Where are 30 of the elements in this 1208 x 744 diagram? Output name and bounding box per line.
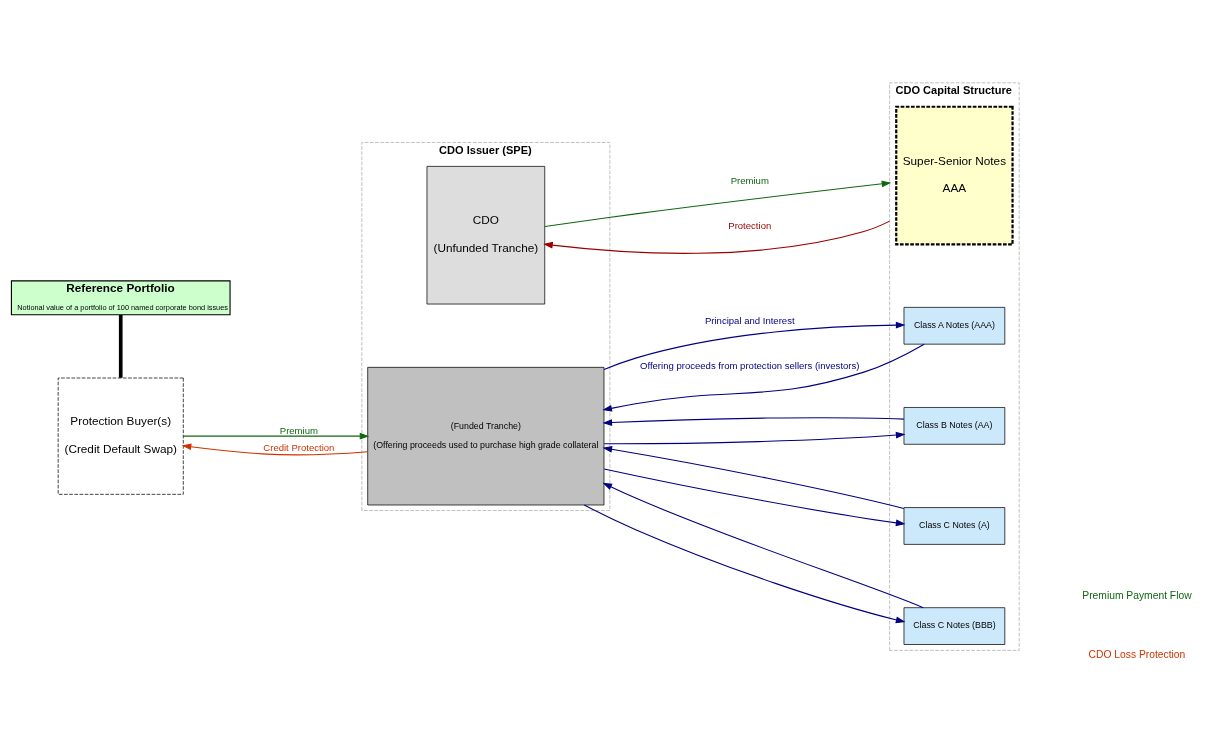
node-box: Super-Senior Notes AAA xyxy=(895,105,1014,245)
arrow xyxy=(544,180,892,227)
edge-label: Credit Protection xyxy=(263,441,335,453)
arrow xyxy=(602,343,925,412)
arrow xyxy=(182,432,370,440)
arrow xyxy=(543,220,891,254)
edge-label: Principal and Interest xyxy=(704,314,795,326)
node-box: Class C Notes (BBB) xyxy=(903,606,1006,645)
arrow xyxy=(603,321,906,370)
arrow xyxy=(602,482,924,608)
node-box: Class B Notes (AA) xyxy=(903,406,1006,445)
edge-label: Premium xyxy=(279,424,318,436)
node-box: Reference Portfolio Notional value of a portfolio of 100 named corporate bond issues xyxy=(10,279,231,315)
arrow xyxy=(603,431,906,444)
label: CDO Loss Protection xyxy=(1088,648,1186,660)
arrow xyxy=(602,416,905,426)
arrow xyxy=(603,467,906,526)
node-box: Class C Notes (A) xyxy=(903,506,1006,545)
node-box: (Funded Tranche) (Offering proceeds used to purchase high grade collateral xyxy=(367,366,605,505)
edge-label: Protection xyxy=(728,219,772,231)
arrow xyxy=(181,442,369,455)
node-box: Protection Buyer(s) (Credit Default Swap) xyxy=(57,377,184,495)
label: Premium Payment Flow xyxy=(1082,589,1192,601)
node-box: CDO (Unfunded Tranche) xyxy=(426,165,546,304)
edge-label: Premium xyxy=(730,174,769,186)
edge-label: Offering proceeds from protection sellers (investors) xyxy=(640,359,860,371)
arrow xyxy=(602,445,905,509)
connector xyxy=(118,314,123,378)
arrow xyxy=(583,504,906,623)
node-box: Class A Notes (AAA) xyxy=(903,306,1006,345)
